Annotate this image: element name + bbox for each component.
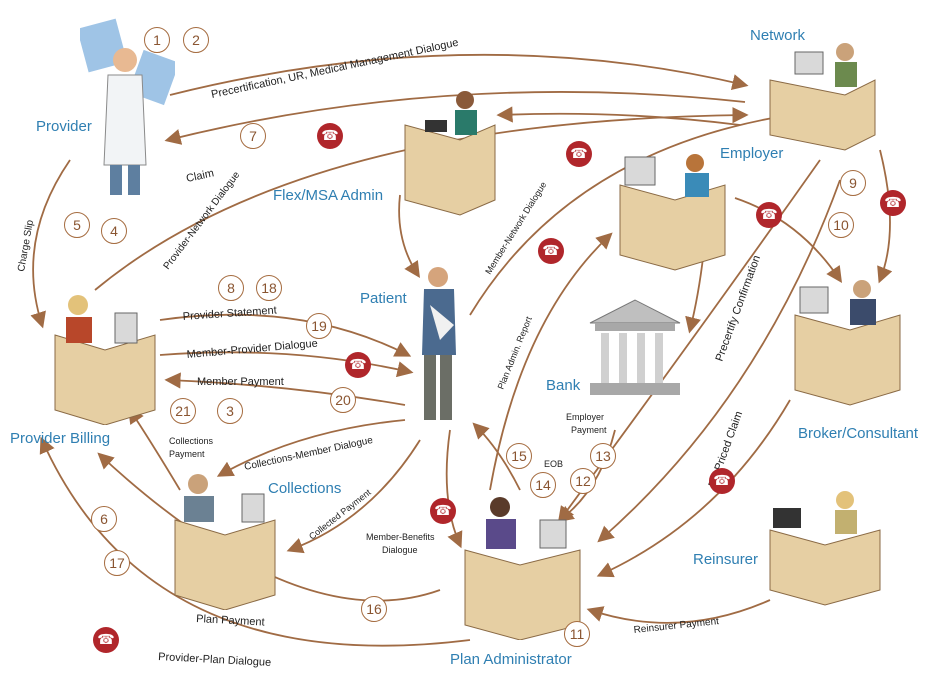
reinsurer-desk (769, 491, 881, 606)
patient-figure (422, 267, 456, 420)
arrow-network-broker (877, 149, 893, 284)
label-provider-plan-dialogue: Provider-Plan Dialogue (158, 651, 272, 669)
label-member-provider-dialogue: Member-Provider Dialogue (186, 338, 318, 361)
flex-msa-admin-desk (404, 91, 496, 216)
step-badge: 17 (104, 550, 130, 576)
step-badge: 7 (240, 123, 266, 149)
arrow-reinsurer-payment (586, 599, 771, 624)
step-badge: 16 (361, 596, 387, 622)
arrow-collected-payment (286, 439, 421, 554)
node-label-bank: Bank (546, 377, 581, 394)
node-label-collections: Collections (268, 480, 342, 497)
step-badge: 15 (506, 443, 532, 469)
step-badge: 6 (91, 506, 117, 532)
node-label-provider: Provider (36, 118, 92, 135)
telephone-icon: ☎ (709, 468, 735, 494)
telephone-icon: ☎ (880, 190, 906, 216)
collections-desk (174, 474, 276, 610)
step-badge: 8 (218, 275, 244, 301)
label-provider-statement: Provider Statement (182, 304, 277, 323)
arrow-provider-network (94, 107, 749, 291)
node-label-provider-billing: Provider Billing (10, 430, 111, 447)
step-badge: 12 (570, 468, 596, 494)
telephone-icon: ☎ (317, 123, 343, 149)
node-label-flex-msa-admin: Flex/MSA Admin (273, 187, 384, 204)
arrow-employer-flex (496, 106, 741, 126)
node-label-reinsurer: Reinsurer (693, 551, 759, 568)
step-badge: 4 (101, 218, 127, 244)
step-badge: 14 (530, 472, 556, 498)
arrow-precertification (169, 53, 749, 96)
node-label-employer: Employer (720, 145, 784, 162)
network-desk (769, 43, 876, 151)
arrow-provider-plan (39, 436, 471, 647)
arrow-collections-member (216, 419, 406, 477)
arrow-member-network (469, 108, 794, 316)
arrow-eob (472, 422, 521, 491)
telephone-icon: ☎ (756, 202, 782, 228)
arrow-plan-admin-report (489, 232, 613, 491)
node-label-patient: Patient (360, 290, 407, 307)
label-member-payment: Member Payment (197, 376, 284, 388)
telephone-icon: ☎ (430, 498, 456, 524)
telephone-icon: ☎ (345, 352, 371, 378)
step-badge: 11 (564, 621, 590, 647)
step-badge: 5 (64, 212, 90, 238)
node-label-plan-administrator: Plan Administrator (450, 651, 572, 668)
telephone-icon: ☎ (566, 141, 592, 167)
arrow-member-provider (159, 351, 414, 378)
arrow-employer-broker (734, 197, 842, 283)
step-badge: 1 (144, 27, 170, 53)
arrow-broker-plan (596, 399, 791, 578)
arrow-repriced (597, 179, 841, 543)
label-eob: EOB (544, 459, 563, 469)
step-badge: 9 (840, 170, 866, 196)
node-label-network: Network (750, 27, 806, 44)
arrow-plan-payment (97, 452, 441, 602)
arrow-member-benefits (445, 429, 463, 549)
arrow-charge-slip (30, 159, 71, 329)
arrow-member-payment (164, 372, 406, 406)
bank-building (589, 299, 681, 395)
step-badge: 10 (828, 212, 854, 238)
label-reinsurer-payment: Reinsurer Payment (633, 616, 719, 636)
employer-desk (619, 154, 726, 271)
step-badge: 13 (590, 443, 616, 469)
step-badge: 3 (217, 398, 243, 424)
label-claim: Claim (185, 167, 215, 185)
arrow-provider-statement (159, 313, 412, 357)
arrow-precertify (557, 159, 821, 523)
label-plan-admin-report: Plan Admin. Report (496, 315, 535, 391)
provider-figure (80, 18, 175, 195)
label-plan-payment: Plan Payment (196, 613, 265, 629)
telephone-icon: ☎ (538, 238, 564, 264)
step-badge: 19 (306, 313, 332, 339)
step-badge: 18 (256, 275, 282, 301)
arrow-claim (164, 91, 746, 145)
node-label-broker-consultant: Broker/Consultant (798, 425, 919, 442)
step-badge: 21 (170, 398, 196, 424)
telephone-icon: ☎ (93, 627, 119, 653)
provider-billing-desk (54, 295, 156, 425)
plan-administrator-desk (464, 497, 581, 640)
broker-consultant-desk (794, 280, 901, 406)
arrow-flex-patient (398, 194, 420, 279)
step-badge: 20 (330, 387, 356, 413)
step-badge: 2 (183, 27, 209, 53)
